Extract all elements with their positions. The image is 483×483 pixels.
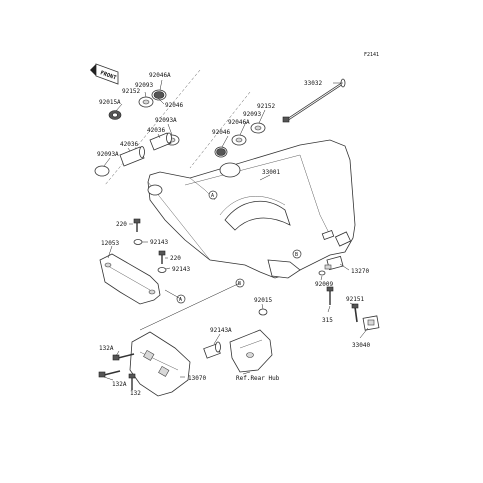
chain-guide-13070	[129, 331, 191, 397]
bolt-220-lower	[158, 250, 166, 264]
rear-hub-reference-part	[229, 329, 273, 373]
washer-92143-upper	[133, 239, 143, 245]
label-42036-lower: 42036	[120, 141, 138, 148]
washer-92009	[318, 270, 326, 276]
label-92093-left: 92093	[135, 82, 153, 89]
label-12053: 12053	[101, 240, 119, 247]
bolt-315	[326, 286, 334, 305]
label-13070: 13070	[188, 375, 206, 382]
label-42036-upper: 42036	[147, 127, 165, 134]
bolt-220-upper	[133, 218, 141, 232]
reference-marker-a-upper: A	[208, 190, 218, 200]
part-labels: 33032 92152 92093 92046A 92046 92046A 92…	[97, 72, 370, 397]
label-92143a: 92143A	[210, 327, 232, 334]
label-220-lower: 220	[170, 255, 181, 262]
bolt-132a-top	[112, 353, 135, 361]
chain-guide-12053	[99, 253, 161, 305]
collar-lower	[119, 146, 145, 167]
front-marker-label: FRONT	[99, 70, 117, 82]
bolt-132a-bottom	[98, 370, 121, 378]
chain-adjuster-92015	[258, 308, 268, 316]
slider-13270	[324, 255, 344, 271]
label-ref-rear-hub: Ref.Rear Hub	[236, 375, 280, 382]
reference-b-label-lower: B	[238, 281, 241, 287]
label-132a-bottom: 132A	[112, 381, 127, 388]
label-315: 315	[322, 317, 333, 324]
label-92093a-left: 92093A	[97, 151, 119, 158]
label-132a-top: 132A	[99, 345, 114, 352]
label-92143-upper: 92143	[150, 239, 168, 246]
label-92009: 92009	[315, 281, 333, 288]
label-92151: 92151	[346, 296, 364, 303]
collar-upper	[149, 132, 172, 151]
label-33040: 33040	[352, 342, 370, 349]
reference-marker-b-upper: B	[292, 249, 302, 259]
label-92152-left: 92152	[122, 88, 140, 95]
reference-b-label-upper: B	[295, 252, 298, 258]
collar-92143a	[203, 341, 221, 359]
washer-92093a-left	[94, 165, 110, 177]
washer-92143-lower	[157, 267, 167, 273]
label-92152-right: 92152	[257, 103, 275, 110]
label-92046-right: 92046	[212, 129, 230, 136]
label-92015: 92015	[254, 297, 272, 304]
label-33032: 33032	[304, 80, 322, 87]
reference-a-label-lower: A	[179, 297, 182, 303]
diagram-code: F2141	[364, 52, 379, 58]
block-33040	[362, 315, 380, 331]
swingarm-body	[147, 139, 356, 279]
bolt-132	[128, 373, 136, 390]
label-92015a: 92015A	[99, 99, 121, 106]
label-92046-left: 92046	[165, 102, 183, 109]
front-arrow-marker: FRONT	[90, 63, 119, 85]
leader-lines	[103, 79, 369, 391]
label-92093a-top: 92093A	[155, 117, 177, 124]
axis-lines	[104, 69, 251, 186]
reference-a-label-upper: A	[211, 193, 214, 199]
label-92046a-left: 92046A	[149, 72, 171, 79]
bolt-92151	[351, 303, 359, 323]
label-92046a-right: 92046A	[228, 119, 250, 126]
label-92143-lower: 92143	[172, 266, 190, 273]
label-92093-right: 92093	[243, 111, 261, 118]
label-33001: 33001	[262, 169, 280, 176]
right-bearing-stack	[214, 122, 266, 158]
label-13270: 13270	[351, 268, 369, 275]
label-132: 132	[130, 390, 141, 397]
label-220-upper: 220	[116, 221, 127, 228]
